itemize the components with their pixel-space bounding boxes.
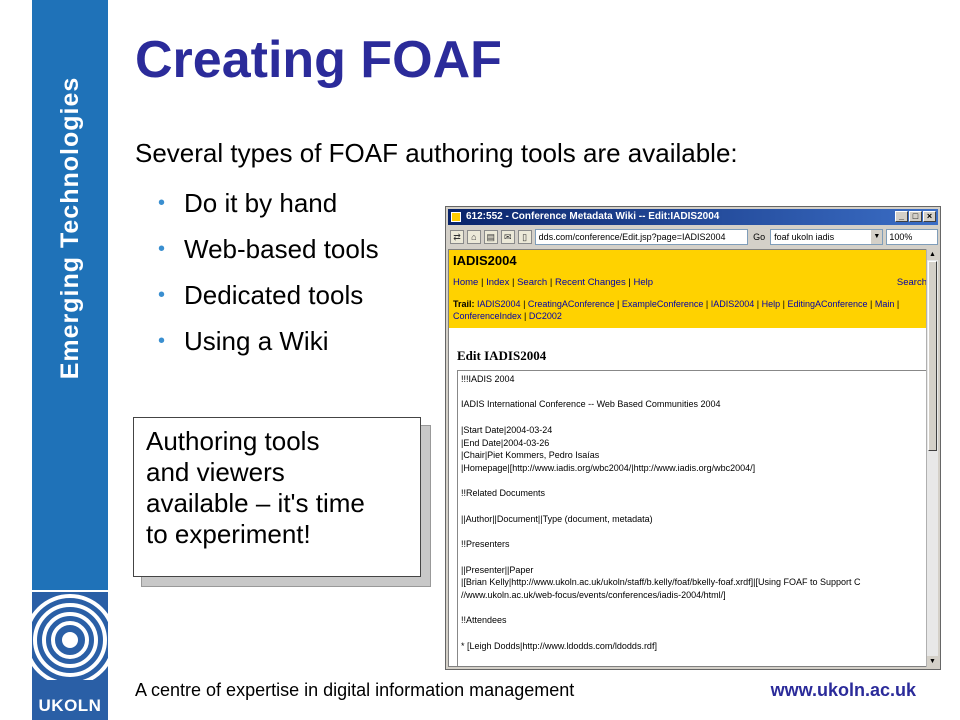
edit-line: |Start Date|2004-03-24: [461, 424, 553, 435]
bullet-item: •Dedicated tools: [158, 279, 364, 310]
window-controls: _ □ ×: [895, 211, 936, 222]
nav-link-home[interactable]: Home: [453, 277, 479, 288]
edit-line: [461, 627, 925, 640]
wiki-search-link[interactable]: Search: [896, 277, 927, 288]
edit-line: [461, 500, 925, 513]
link-icon[interactable]: ⇄: [450, 230, 464, 244]
nav-link-help[interactable]: Help: [633, 277, 654, 288]
edit-line: [461, 551, 925, 564]
edit-line: //www.ukoln.ac.uk/web-focus/events/confe…: [461, 589, 726, 600]
nav-link-search[interactable]: Search: [517, 277, 548, 288]
callout-box: Authoring tools and viewers available – …: [133, 417, 421, 577]
minimize-button[interactable]: _: [895, 211, 908, 222]
window-titlebar: 612:552 - Conference Metadata Wiki -- Ed…: [448, 209, 938, 225]
bullet-item: •Do it by hand: [158, 187, 338, 218]
ukoln-logo: UKOLN: [32, 592, 108, 720]
edit-line: [461, 386, 925, 399]
bullet-dot-icon: •: [158, 329, 166, 352]
trail-link[interactable]: Help: [761, 299, 781, 309]
edit-line: [461, 411, 925, 424]
trail-link[interactable]: ExampleConference: [621, 299, 704, 309]
wiki-site-title: IADIS2004: [453, 253, 517, 268]
scroll-thumb[interactable]: [928, 261, 937, 451]
side-label: Emerging Technologies: [56, 76, 84, 380]
nav-link-recent-changes[interactable]: Recent Changes: [554, 277, 626, 288]
trail-link[interactable]: ConferenceIndex: [453, 311, 522, 321]
bullet-dot-icon: •: [158, 237, 166, 260]
logo-rings-icon: [32, 594, 108, 720]
bullet-list: •Do it by hand •Web-based tools •Dedicat…: [158, 180, 379, 364]
browser-app-icon: [451, 212, 461, 222]
zoom-field[interactable]: 100%: [886, 229, 939, 245]
trail-link[interactable]: IADIS2004: [477, 299, 521, 309]
trail-link[interactable]: Main: [874, 299, 895, 309]
window-title: 612:552 - Conference Metadata Wiki -- Ed…: [466, 211, 720, 222]
bullet-dot-icon: •: [158, 191, 166, 214]
print-icon[interactable]: ▤: [483, 230, 498, 244]
trail-link[interactable]: CreatingAConference: [527, 299, 615, 309]
bullet-dot-icon: •: [158, 283, 166, 306]
browser-toolbar: ⇄ ⌂ ▤ ✉ ▯ dds.com/conference/Edit.jsp?pa…: [448, 227, 939, 247]
edit-line: !!Presenters: [461, 539, 510, 550]
edit-line: [461, 602, 925, 615]
edit-line: |[Brian Kelly|http://www.ukoln.ac.uk/uko…: [461, 577, 861, 588]
vertical-scrollbar[interactable]: ▲ ▼: [926, 249, 938, 667]
address-bar[interactable]: dds.com/conference/Edit.jsp?page=IADIS20…: [534, 229, 749, 245]
close-button[interactable]: ×: [923, 211, 936, 222]
callout-text: Authoring tools and viewers available – …: [146, 426, 365, 549]
search-field[interactable]: foaf ukoln iadis ▼: [770, 229, 884, 245]
edit-line: |Homepage|[http://www.iadis.org/wbc2004/…: [461, 462, 756, 473]
page-icon[interactable]: ▯: [517, 230, 532, 244]
wiki-trail: Trail: IADIS2004 | CreatingAConference |…: [453, 299, 900, 321]
page-viewport: IADIS2004 Home | Index | Search | Recent…: [448, 249, 928, 667]
edit-line: ||Author||Document||Type (document, meta…: [461, 513, 653, 524]
slide-title: Creating FOAF: [135, 31, 502, 89]
nav-link-index[interactable]: Index: [486, 277, 510, 288]
intro-text: Several types of FOAF authoring tools ar…: [135, 138, 738, 168]
bullet-item: •Using a Wiki: [158, 325, 329, 356]
trail-label: Trail:: [453, 299, 475, 309]
logo-text: UKOLN: [38, 696, 102, 715]
browser-window: 612:552 - Conference Metadata Wiki -- Ed…: [445, 206, 941, 670]
edit-line: ||Presenter||Paper: [461, 564, 534, 575]
wiki-nav: Home | Index | Search | Recent Changes |…: [453, 277, 654, 288]
search-value: foaf ukoln iadis: [774, 232, 835, 242]
home-icon[interactable]: ⌂: [466, 230, 481, 244]
edit-line: !!!IADIS 2004: [461, 374, 515, 384]
edit-line: |Chair|Piet Kommers, Pedro Isaías: [461, 450, 600, 461]
edit-line: |End Date|2004-03-26: [461, 437, 550, 448]
maximize-button[interactable]: □: [909, 211, 922, 222]
edit-line: * [Leigh Dodds|http://www.ldodds.com/ldo…: [461, 640, 657, 651]
edit-textarea[interactable]: !!!IADIS 2004 IADIS International Confer…: [457, 370, 927, 666]
mail-icon[interactable]: ✉: [500, 230, 515, 244]
footer-tagline: A centre of expertise in digital informa…: [135, 680, 575, 700]
scroll-down-icon[interactable]: ▼: [927, 656, 938, 667]
trail-link[interactable]: IADIS2004: [710, 299, 755, 309]
edit-line: [461, 475, 925, 488]
edit-line: IADIS International Conference -- Web Ba…: [461, 399, 721, 410]
wiki-header: IADIS2004 Home | Index | Search | Recent…: [449, 250, 927, 328]
edit-line: [461, 525, 925, 538]
trail-link[interactable]: EditingAConference: [787, 299, 868, 309]
trail-link[interactable]: DC2002: [528, 311, 562, 321]
edit-line: !!Attendees: [461, 615, 507, 626]
go-button[interactable]: Go: [753, 232, 766, 242]
edit-line: !!Related Documents: [461, 488, 546, 499]
scroll-up-icon[interactable]: ▲: [927, 249, 938, 260]
chevron-down-icon[interactable]: ▼: [871, 230, 883, 244]
edit-heading: Edit IADIS2004: [457, 348, 547, 363]
footer-url[interactable]: www.ukoln.ac.uk: [770, 680, 916, 700]
bullet-item: •Web-based tools: [158, 233, 379, 264]
side-band: [32, 0, 108, 590]
